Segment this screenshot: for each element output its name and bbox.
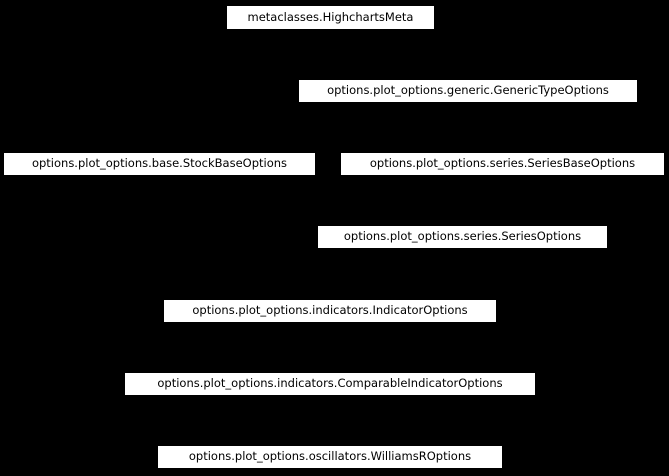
diagram-node[interactable]: options.plot_options.generic.GenericType… [298,79,638,103]
diagram-node[interactable]: options.plot_options.base.StockBaseOptio… [3,152,316,176]
diagram-node[interactable]: options.plot_options.oscillators.William… [157,445,503,469]
diagram-node[interactable]: options.plot_options.series.SeriesBaseOp… [340,152,665,176]
diagram-node[interactable]: options.plot_options.indicators.Comparab… [124,372,536,396]
diagram-node[interactable]: options.plot_options.indicators.Indicato… [163,299,497,323]
diagram-node[interactable]: options.plot_options.series.SeriesOption… [317,225,608,249]
diagram-node[interactable]: metaclasses.HighchartsMeta [226,5,435,30]
